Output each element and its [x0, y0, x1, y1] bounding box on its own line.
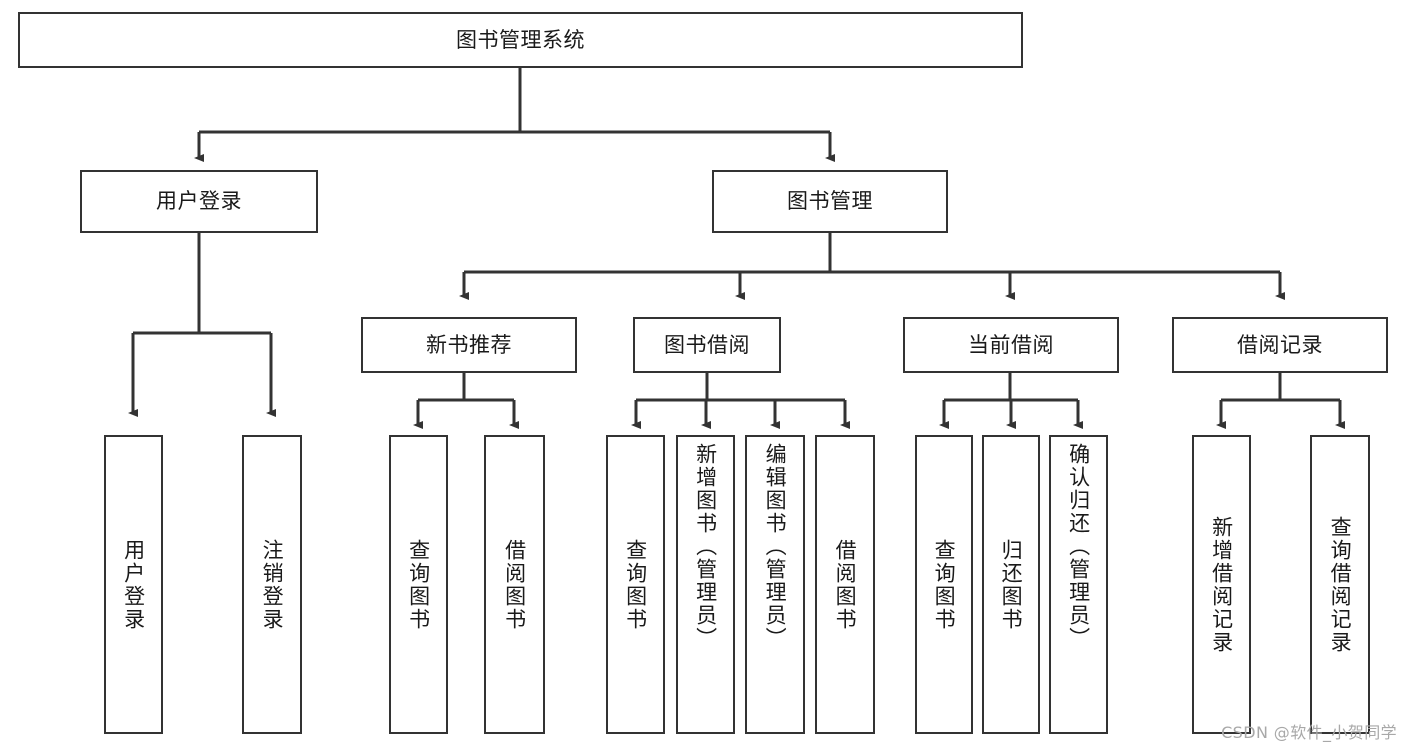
node-leaf-query-record[interactable]: 查询借阅记录	[1310, 435, 1370, 734]
node-new-book-recommend-label: 新书推荐	[426, 332, 512, 357]
node-leaf-query-book-1[interactable]: 查询图书	[389, 435, 448, 734]
node-borrow-record[interactable]: 借阅记录	[1172, 317, 1388, 373]
node-leaf-borrow-book-1-label: 借阅图书	[502, 538, 527, 631]
node-leaf-add-book-label: 新增图书（管理员）	[693, 443, 718, 650]
node-book-manage-label: 图书管理	[787, 189, 873, 214]
node-leaf-borrow-book-1[interactable]: 借阅图书	[484, 435, 545, 734]
node-book-borrow-label: 图书借阅	[664, 332, 750, 357]
node-leaf-edit-book[interactable]: 编辑图书（管理员）	[745, 435, 805, 734]
node-leaf-query-book-2-label: 查询图书	[623, 538, 648, 631]
node-leaf-query-record-label: 查询借阅记录	[1328, 515, 1353, 654]
node-user-login-label: 用户登录	[156, 189, 242, 214]
node-borrow-record-label: 借阅记录	[1237, 332, 1323, 357]
node-leaf-return-book[interactable]: 归还图书	[982, 435, 1040, 734]
node-leaf-add-record-label: 新增借阅记录	[1209, 515, 1234, 654]
watermark-text: CSDN @软件_小贺同学	[1221, 723, 1397, 742]
node-leaf-edit-book-label: 编辑图书（管理员）	[763, 443, 788, 650]
node-leaf-confirm-return-label: 确认归还（管理员）	[1066, 443, 1091, 650]
node-current-borrow-label: 当前借阅	[968, 332, 1054, 357]
node-leaf-add-book[interactable]: 新增图书（管理员）	[676, 435, 735, 734]
node-new-book-recommend[interactable]: 新书推荐	[361, 317, 577, 373]
node-leaf-borrow-book-2[interactable]: 借阅图书	[815, 435, 875, 734]
node-book-borrow[interactable]: 图书借阅	[633, 317, 781, 373]
node-leaf-confirm-return[interactable]: 确认归还（管理员）	[1049, 435, 1108, 734]
node-leaf-logout-label: 注销登录	[260, 538, 285, 631]
node-leaf-user-login[interactable]: 用户登录	[104, 435, 163, 734]
node-leaf-query-book-1-label: 查询图书	[406, 538, 431, 631]
node-leaf-user-login-label: 用户登录	[121, 538, 146, 631]
node-leaf-logout[interactable]: 注销登录	[242, 435, 302, 734]
node-root[interactable]: 图书管理系统	[18, 12, 1023, 68]
node-leaf-query-book-3-label: 查询图书	[932, 538, 957, 631]
node-user-login[interactable]: 用户登录	[80, 170, 318, 233]
node-leaf-query-book-2[interactable]: 查询图书	[606, 435, 665, 734]
node-leaf-borrow-book-2-label: 借阅图书	[833, 538, 858, 631]
node-leaf-return-book-label: 归还图书	[999, 538, 1024, 631]
node-current-borrow[interactable]: 当前借阅	[903, 317, 1119, 373]
node-leaf-add-record[interactable]: 新增借阅记录	[1192, 435, 1251, 734]
node-book-manage[interactable]: 图书管理	[712, 170, 948, 233]
node-leaf-query-book-3[interactable]: 查询图书	[915, 435, 973, 734]
node-root-label: 图书管理系统	[456, 27, 585, 52]
